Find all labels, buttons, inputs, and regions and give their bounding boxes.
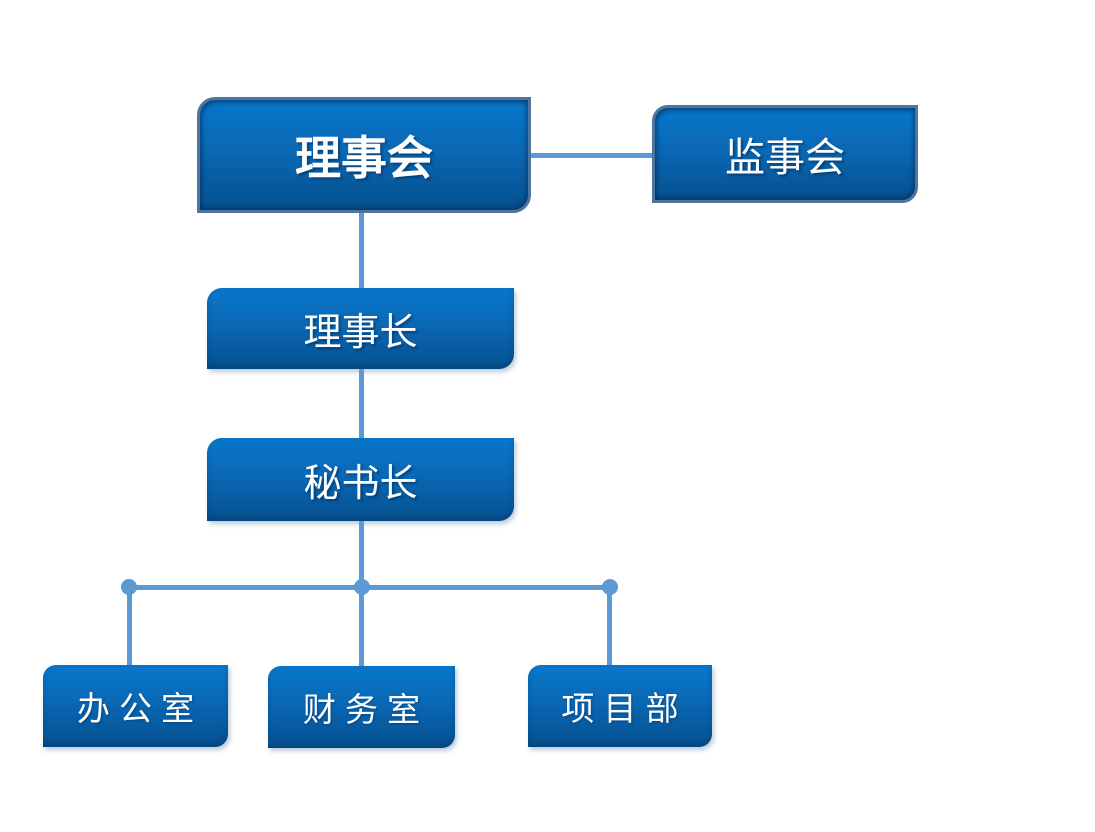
connector-secretary-bus [359, 521, 364, 587]
node-board-of-directors-label: 理事会 [295, 133, 433, 184]
connector-drop-office [127, 587, 132, 665]
node-supervisory-board-label: 监事会 [725, 135, 845, 180]
node-project-department-label: 项 目 部 [561, 690, 679, 727]
node-finance-office[interactable]: 财 务 室 [268, 666, 455, 748]
connector-board-supervisory [530, 153, 652, 158]
connector-chairman-secretary [359, 369, 364, 438]
connector-bus-horizontal [127, 585, 613, 590]
junction-dot-project [602, 579, 618, 595]
node-chairman[interactable]: 理事长 [207, 288, 514, 369]
connector-drop-project [607, 587, 612, 665]
node-office-label: 办 公 室 [76, 690, 195, 727]
connector-board-chairman [359, 210, 364, 288]
node-supervisory-board[interactable]: 监事会 [652, 105, 918, 203]
connector-drop-finance [359, 587, 364, 666]
node-project-department[interactable]: 项 目 部 [528, 665, 712, 747]
node-secretary-general-label: 秘书长 [303, 463, 418, 505]
node-board-of-directors[interactable]: 理事会 [197, 97, 531, 213]
node-secretary-general[interactable]: 秘书长 [207, 438, 514, 521]
junction-dot-office [121, 579, 137, 595]
node-office[interactable]: 办 公 室 [43, 665, 228, 747]
node-finance-office-label: 财 务 室 [302, 691, 421, 728]
node-chairman-label: 理事长 [303, 312, 418, 354]
junction-dot-finance [354, 579, 370, 595]
